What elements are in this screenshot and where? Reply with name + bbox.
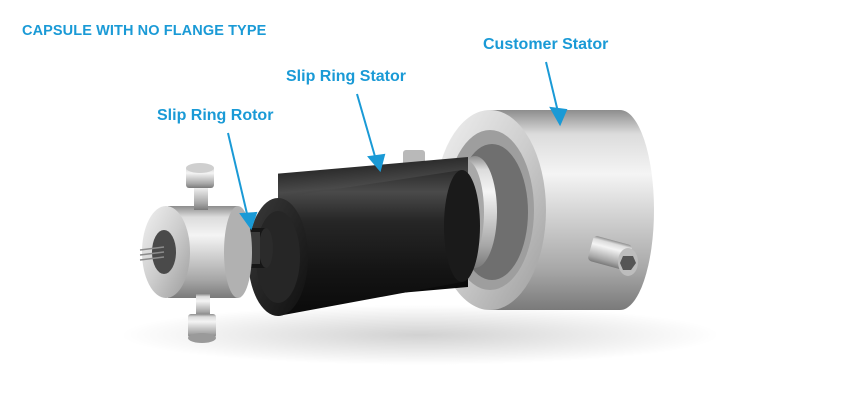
slip-ring-rotor-arrowhead: [239, 211, 258, 231]
label-slip-ring-rotor: Slip Ring Rotor: [157, 107, 274, 124]
label-customer-stator: Customer Stator: [483, 36, 609, 53]
label-slip-ring-stator: Slip Ring Stator: [286, 68, 406, 85]
slip-ring-rotor-leader: [227, 132, 249, 219]
diagram-title: CAPSULE WITH NO FLANGE TYPE: [22, 23, 267, 39]
customer-stator-leader: [545, 61, 559, 113]
customer-stator-arrowhead: [549, 106, 568, 127]
slip-ring-stator-part: [248, 156, 497, 316]
rotor-collar-part: [139, 163, 252, 343]
set-screw-bottom: [188, 294, 216, 343]
slip-ring-stator-leader: [356, 93, 377, 161]
slip-ring-stator-arrowhead: [367, 153, 386, 173]
set-screw-top: [186, 163, 214, 210]
ground-shadow: [120, 305, 720, 365]
set-screw-right: [588, 236, 638, 276]
